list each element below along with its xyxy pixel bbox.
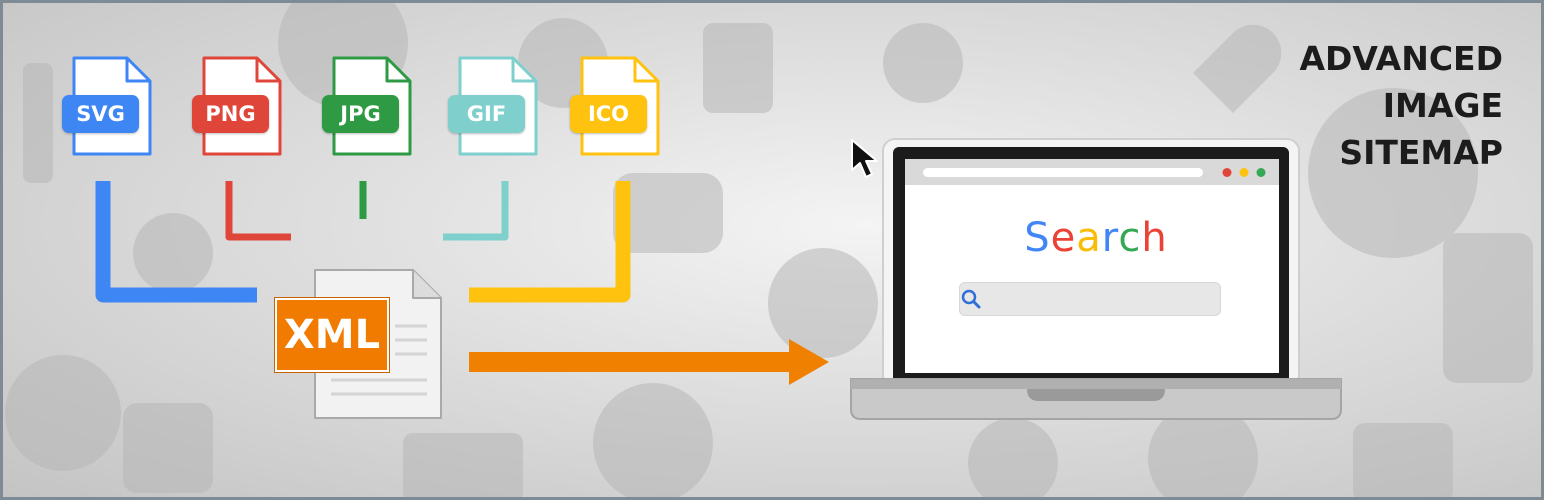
title-line-1: ADVANCED [1299,39,1503,78]
svg-file-icon: SVG [62,55,161,165]
search-letter-6: h [1141,215,1168,261]
xml-document-icon: XML [271,268,446,423]
search-letter-5: c [1118,215,1142,261]
search-letter-3: a [1076,215,1102,261]
xml-label: XML [274,297,390,373]
search-letter-4: r [1101,215,1119,261]
banner-title: ADVANCED IMAGE SITEMAP [1299,35,1503,176]
arrow-right-icon [469,339,829,385]
mouse-cursor-icon [851,139,878,178]
title-line-3: SITEMAP [1339,133,1503,172]
connector-lines [95,181,631,303]
search-letter-2: e [1050,215,1077,261]
search-input[interactable] [959,282,1221,316]
svg-file-label: SVG [62,95,139,133]
search-logo: Search [849,215,1343,261]
background-icon-pattern [5,3,1533,497]
ico-file-icon: ICO [570,55,669,165]
laptop-icon: Search [849,137,1343,423]
search-letter-1: S [1024,215,1051,261]
gif-file-icon: GIF [448,55,547,165]
jpg-file-label: JPG [322,95,399,133]
png-file-icon: PNG [192,55,291,165]
ico-file-label: ICO [570,95,647,133]
gif-file-label: GIF [448,95,525,133]
title-line-2: IMAGE [1382,86,1503,125]
png-file-label: PNG [192,95,269,133]
search-magnifier-icon[interactable] [960,288,982,310]
jpg-file-icon: JPG [322,55,421,165]
